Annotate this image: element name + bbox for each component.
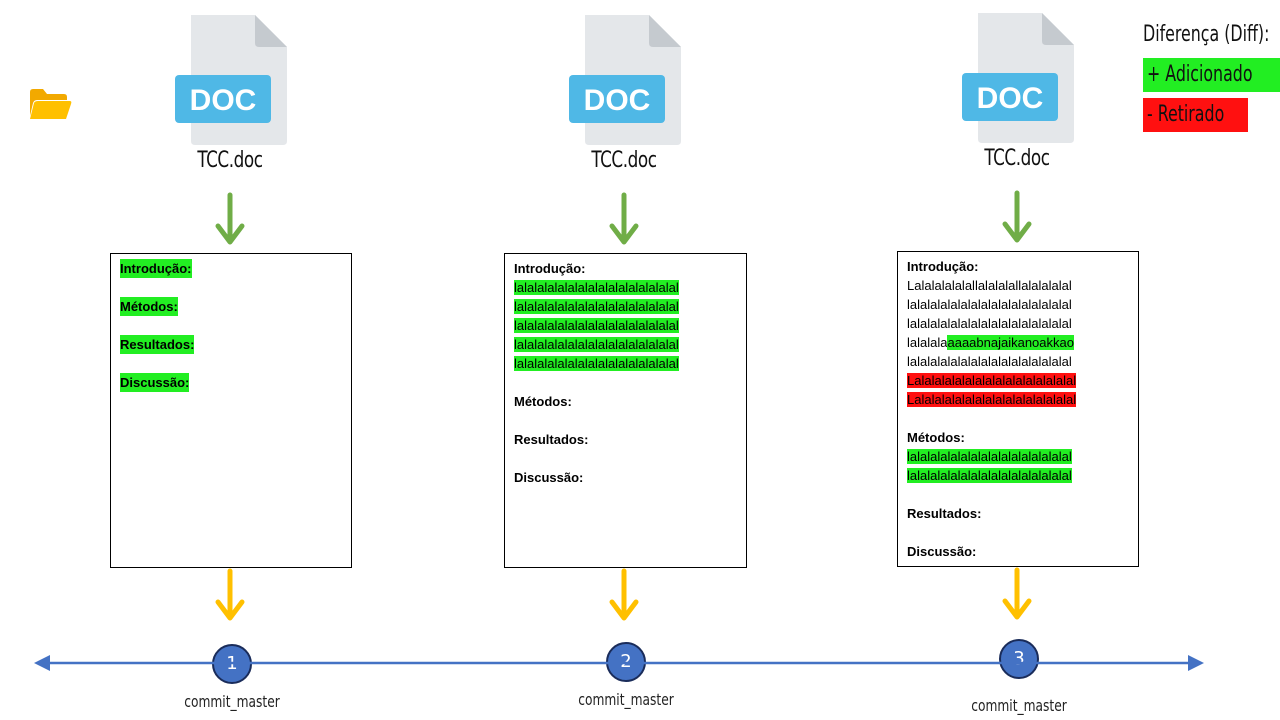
commit-node[interactable]: 3	[999, 639, 1039, 679]
text-line: lalalalalalalalalalalalalalalalal	[907, 352, 1072, 371]
section-heading: Introdução:	[120, 259, 192, 278]
added-text: lalalalalalalalalalalalalalalalal	[514, 280, 679, 295]
doc-badge-text: DOC	[977, 82, 1044, 115]
text-line: lalalalalalalalalalalalalalalalal	[514, 297, 679, 316]
legend-title: Diferença (Diff):	[1143, 22, 1270, 47]
unchanged-text: lalalalalalalalalalalalalalalalal	[907, 354, 1072, 369]
file-name: TCC.doc	[984, 146, 1050, 171]
text-line: lalalalalalalalalalalalalalalalal	[514, 316, 679, 335]
section-heading: Resultados:	[514, 432, 589, 447]
section-heading: Métodos:	[120, 297, 178, 316]
added-text: lalalalalalalalalalalalalalalalal	[514, 299, 679, 314]
doc-file-icon[interactable]: DOC	[569, 15, 681, 145]
added-text: lalalalalalalalalalalalalalalalal	[907, 468, 1072, 483]
text-line: lalalalalalalalalalalalalalalalal	[514, 335, 679, 354]
green-down-arrow-icon	[1002, 190, 1032, 245]
section-heading: Introdução:	[907, 259, 979, 274]
added-text: lalalalalalalalalalalalalalalalal	[514, 318, 679, 333]
text-line: Lalalalalalalalalalalalalalalalal	[907, 390, 1077, 409]
doc-file-icon[interactable]: DOC	[175, 15, 287, 145]
text-line: lalalalalalalalalalalalalalalalal	[907, 314, 1072, 333]
green-down-arrow-icon	[215, 192, 245, 247]
timeline-right-arrowhead	[1188, 655, 1204, 671]
text-line: lalalalalalalalalalalalalalalalal	[514, 354, 679, 373]
added-text: lalalalalalalalalalalalalalalalal	[514, 337, 679, 352]
text-line: lalalalalalalalalalalalalalalalal	[907, 466, 1072, 485]
section-heading: Métodos:	[907, 430, 965, 445]
section-heading: Discussão:	[907, 544, 977, 559]
doc-badge-text: DOC	[584, 84, 651, 117]
document-content-panel: Introdução: Métodos: Resultados: Discussão:	[110, 253, 352, 568]
unchanged-text: lalalala	[907, 335, 948, 350]
section-heading: Discussão:	[514, 470, 584, 485]
unchanged-text: lalalalalalalalalalalalalalalalal	[907, 316, 1072, 331]
doc-badge-text: DOC	[190, 84, 257, 117]
yellow-down-arrow-icon	[609, 568, 639, 623]
legend-added: + Adicionado	[1143, 58, 1280, 92]
section-heading: Resultados:	[120, 335, 195, 354]
commit-label: commit_master	[578, 690, 674, 709]
removed-text: Lalalalalalalalalalalalalalalalal	[907, 373, 1077, 388]
folder-icon	[30, 89, 72, 119]
commit-label: commit_master	[184, 692, 280, 711]
commit-label: commit_master	[971, 696, 1067, 715]
section-heading: Discussão:	[120, 373, 190, 392]
yellow-down-arrow-icon	[215, 568, 245, 623]
added-text: lalalalalalalalalalalalalalalalal	[514, 356, 679, 371]
unchanged-text: lalalalalalalalalalalalalalalalal	[907, 297, 1072, 312]
legend-removed: - Retirado	[1143, 98, 1248, 132]
document-content-panel: Introdução: lalalalalalalalalalalalalalal…	[504, 253, 747, 568]
unchanged-text: Lalalalalalallalalalallalalalalal	[907, 278, 1072, 293]
added-text: lalalalalalalalalalalalalalalalal	[907, 449, 1072, 464]
removed-text: Lalalalalalalalalalalalalalalalal	[907, 392, 1077, 407]
file-name: TCC.doc	[197, 148, 263, 173]
timeline	[34, 655, 1204, 671]
section-heading: Introdução:	[514, 261, 586, 276]
section-heading: Resultados:	[907, 506, 982, 521]
text-line: lalalalalalalalalalalalalalalalal	[907, 447, 1072, 466]
section-heading: Métodos:	[514, 394, 572, 409]
text-line: lalalalaaaaabnajaikanoakkao	[907, 333, 1074, 352]
text-line: lalalalalalalalalalalalalalalalal	[514, 278, 679, 297]
document-content-panel: Introdução: Lalalalalalallalalalallalalal…	[897, 251, 1139, 567]
text-line: lalalalalalalalalalalalalalalalal	[907, 295, 1072, 314]
text-line: Lalalalalalalalalalalalalalalalal	[907, 371, 1077, 390]
added-text: aaaabnajaikanoakkao	[947, 335, 1074, 350]
text-line: Lalalalalalallalalalallalalalalal	[907, 276, 1072, 295]
file-name: TCC.doc	[591, 148, 657, 173]
doc-file-icon[interactable]: DOC	[962, 13, 1074, 143]
green-down-arrow-icon	[609, 192, 639, 247]
yellow-down-arrow-icon	[1002, 567, 1032, 622]
timeline-left-arrowhead	[34, 655, 50, 671]
